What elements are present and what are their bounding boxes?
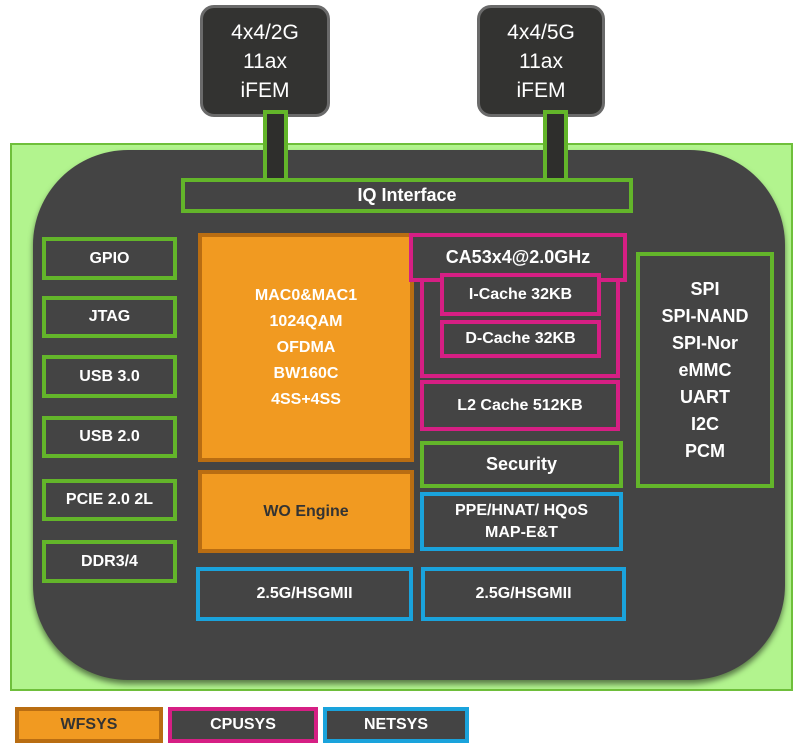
radio-line: iFEM xyxy=(516,78,566,102)
peripherals-block: SPI SPI-NAND SPI-Nor eMMC UART I2C PCM xyxy=(636,252,774,488)
mac-line: OFDMA xyxy=(276,338,336,356)
peripheral-item: UART xyxy=(680,386,730,407)
peripheral-item: SPI-NAND xyxy=(661,305,749,326)
usb2-block: USB 2.0 xyxy=(42,416,177,458)
peripheral-item: I2C xyxy=(690,413,719,434)
radio-2g-connector xyxy=(263,110,288,182)
radio-line: 4x4/5G xyxy=(507,20,575,44)
mac-line: 1024QAM xyxy=(269,312,343,330)
peripheral-item: PCM xyxy=(685,440,725,461)
legend-cpusys: CPUSYS xyxy=(168,707,318,743)
security-block: Security xyxy=(420,441,623,488)
legend-wfsys: WFSYS xyxy=(15,707,163,743)
net-sgmii-block: 2.5G/HSGMII xyxy=(421,567,626,621)
radio-line: 4x4/2G xyxy=(231,20,299,44)
wo-engine-block: WO Engine xyxy=(198,470,414,553)
jtag-block: JTAG xyxy=(42,296,177,338)
ddr-block: DDR3/4 xyxy=(42,540,177,583)
peripheral-item: SPI xyxy=(690,278,720,299)
pcie-block: PCIE 2.0 2L xyxy=(42,479,177,521)
radio-5g-connector xyxy=(543,110,568,182)
l2-cache-block: L2 Cache 512KB xyxy=(420,380,620,431)
ppe-block: PPE/HNAT/ HQoS MAP-E&T xyxy=(420,492,623,551)
radio-line: 11ax xyxy=(243,49,287,73)
radio-5g: 4x4/5G 11ax iFEM xyxy=(477,5,605,117)
ppe-line: MAP-E&T xyxy=(485,523,558,541)
mac-block: MAC0&MAC1 1024QAM OFDMA BW160C 4SS+4SS xyxy=(198,233,414,462)
gpio-block: GPIO xyxy=(42,237,177,280)
mac-line: BW160C xyxy=(273,364,339,382)
mac-line: 4SS+4SS xyxy=(271,390,341,408)
radio-2g: 4x4/2G 11ax iFEM xyxy=(200,5,330,117)
mac-line: MAC0&MAC1 xyxy=(254,286,358,304)
usb3-block: USB 3.0 xyxy=(42,355,177,398)
legend-netsys: NETSYS xyxy=(323,707,469,743)
dcache-block: D-Cache 32KB xyxy=(440,320,601,358)
ppe-line: PPE/HNAT/ HQoS xyxy=(454,501,589,519)
peripheral-item: eMMC xyxy=(678,359,732,380)
iq-interface: IQ Interface xyxy=(181,178,633,213)
icache-block: I-Cache 32KB xyxy=(440,273,601,316)
wifi-sgmii-block: 2.5G/HSGMII xyxy=(196,567,413,621)
peripheral-item: SPI-Nor xyxy=(671,332,738,353)
radio-line: iFEM xyxy=(240,78,290,102)
radio-line: 11ax xyxy=(519,49,563,73)
